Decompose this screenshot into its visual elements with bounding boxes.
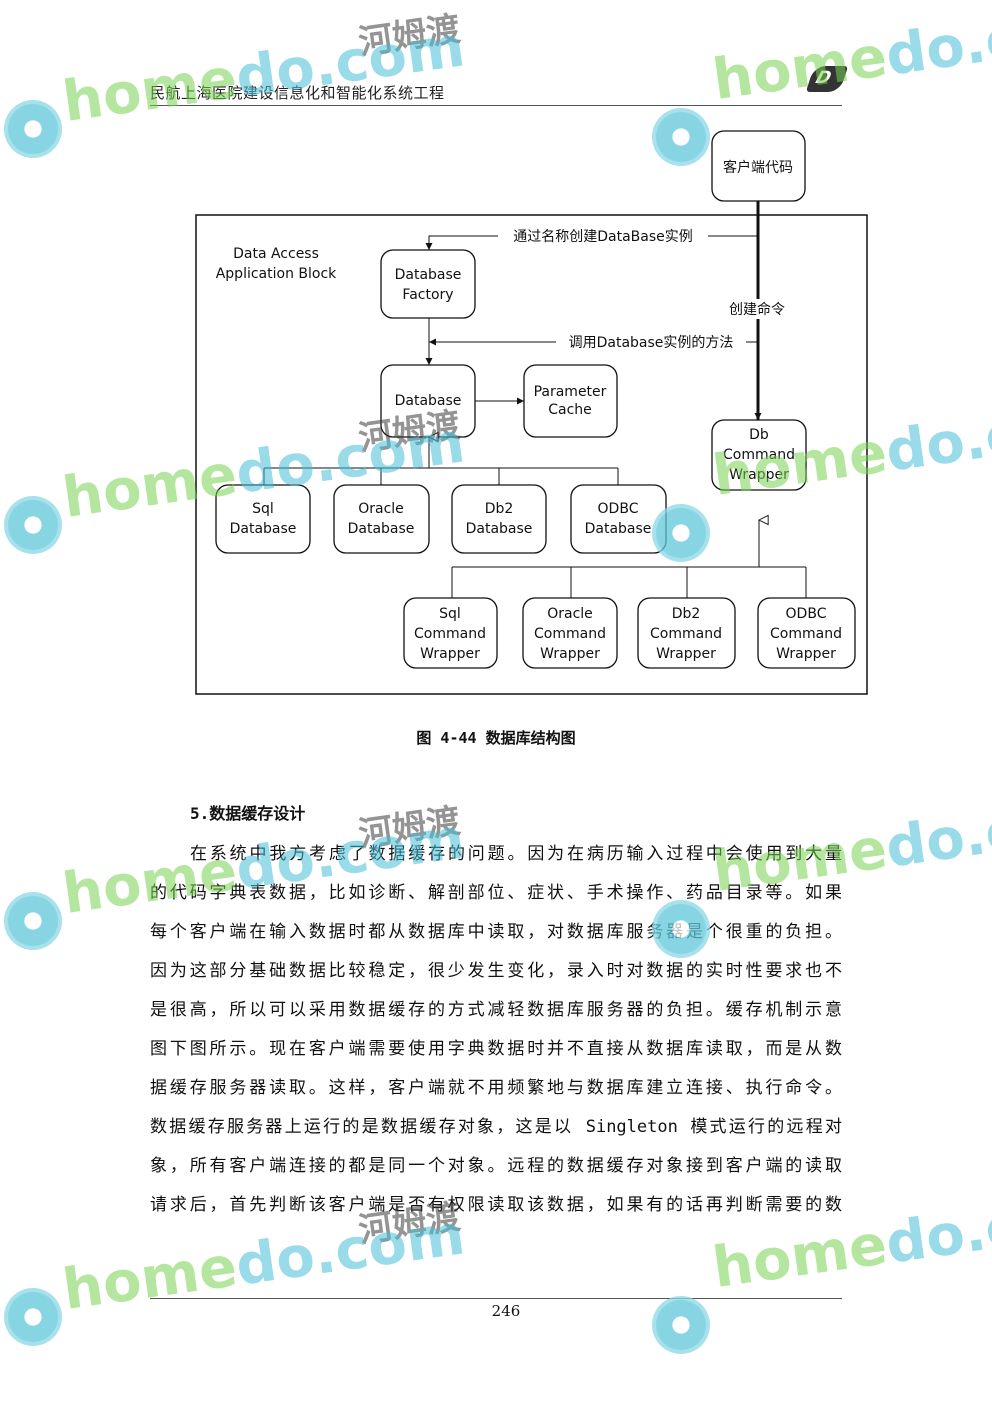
- body-line: 据缓存服务器读取。这样，客户端就不用频繁地与数据库建立连接、执行命令。: [150, 1078, 842, 1098]
- header-rule: [150, 105, 842, 106]
- node-oracle-command-wrapper-line2: Command: [534, 626, 606, 642]
- node-odbc-command-wrapper-line1: ODBC: [786, 606, 827, 622]
- node-db2-command-wrapper: [637, 597, 736, 669]
- node-odbc-command-wrapper-line3: Wrapper: [776, 646, 836, 662]
- body-line: 请求后，首先判断该客户端是否有权限读取该数据，如果有的话再判断需要的数: [150, 1195, 842, 1215]
- node-odbc-command-wrapper-line2: Command: [770, 626, 842, 642]
- node-parameter-cache: [523, 364, 618, 438]
- node-sql-command-wrapper-line2: Command: [414, 626, 486, 642]
- node-db-command-wrapper-line3: Wrapper: [729, 467, 789, 483]
- node-sql-database-line1: Sql: [252, 501, 274, 517]
- node-database-factory: [380, 249, 476, 319]
- node-sql-command-wrapper-line3: Wrapper: [420, 646, 480, 662]
- node-oracle-command-wrapper: [522, 597, 618, 669]
- node-database-label: Database: [395, 393, 462, 409]
- node-db2-command-wrapper-line3: Wrapper: [656, 646, 716, 662]
- node-odbc-command-wrapper: [757, 597, 856, 669]
- node-odbc-database-line1: ODBC: [598, 501, 639, 517]
- node-db2-command-wrapper-line1: Db2: [672, 606, 701, 622]
- node-parameter-cache-line2: Cache: [548, 402, 592, 418]
- node-db2-database-line2: Database: [466, 521, 533, 537]
- node-oracle-command-wrapper-line1: Oracle: [547, 606, 593, 622]
- node-sql-database-line2: Database: [230, 521, 297, 537]
- node-oracle-database: [333, 484, 430, 554]
- node-db-command-wrapper: [711, 419, 807, 491]
- body-line: 在系统中我方考虑了数据缓存的问题。因为在病历输入过程中会使用到大量: [190, 844, 842, 864]
- edge-label-create-command: 创建命令: [729, 301, 785, 318]
- figure-caption: 图 4-44 数据库结构图: [416, 729, 576, 747]
- page-number: 246: [491, 1302, 521, 1320]
- node-db2-database: [451, 484, 547, 554]
- node-client-code-label: 客户端代码: [723, 159, 793, 176]
- body-line: 的代码字典表数据，比如诊断、解剖部位、症状、手术操作、药品目录等。如果: [150, 883, 842, 903]
- node-oracle-database-line2: Database: [348, 521, 415, 537]
- node-odbc-database-line2: Database: [585, 521, 652, 537]
- node-sql-database: [215, 484, 311, 554]
- node-database-factory-line2: Factory: [402, 287, 453, 303]
- body-line: 图下图所示。现在客户端需要使用字典数据时并不直接从数据库读取，而是从数: [150, 1039, 842, 1059]
- node-parameter-cache-line1: Parameter: [534, 384, 607, 400]
- node-sql-command-wrapper: [403, 597, 498, 669]
- frame-label-line2: Application Block: [216, 266, 337, 282]
- node-database-factory-line1: Database: [395, 267, 462, 283]
- frame-label-line1: Data Access: [233, 246, 319, 262]
- database-structure-diagram: Data Access Application Block 客户端代码 通过名称…: [195, 130, 868, 695]
- body-line: 每个客户端在输入数据时都从数据库中读取，对数据库服务器是个很重的负担。: [150, 922, 842, 942]
- node-oracle-database-line1: Oracle: [358, 501, 404, 517]
- flower-icon: [4, 892, 62, 950]
- node-db2-command-wrapper-line2: Command: [650, 626, 722, 642]
- body-line: 因为这部分基础数据比较稳定，很少发生变化，录入时对数据的实时性要求也不: [150, 961, 842, 981]
- body-line: 数据缓存服务器上运行的是数据缓存对象，这是以 Singleton 模式运行的远程…: [150, 1117, 842, 1137]
- body-paragraph: 在系统中我方考虑了数据缓存的问题。因为在病历输入过程中会使用到大量 的代码字典表…: [150, 835, 842, 1225]
- body-line: 象，所有客户端连接的都是同一个对象。远程的数据缓存对象接到客户端的读取: [150, 1156, 842, 1176]
- node-db-command-wrapper-line1: Db: [749, 427, 769, 443]
- node-sql-command-wrapper-line1: Sql: [439, 606, 461, 622]
- running-header-title: 民航上海医院建设信息化和智能化系统工程: [150, 84, 445, 102]
- section-heading: 5.数据缓存设计: [190, 804, 306, 823]
- edge-label-call-methods: 调用Database实例的方法: [569, 335, 734, 351]
- node-odbc-database: [570, 484, 667, 554]
- node-db2-database-line1: Db2: [485, 501, 514, 517]
- edge-label-create-by-name: 通过名称创建DataBase实例: [513, 229, 693, 245]
- node-oracle-command-wrapper-line3: Wrapper: [540, 646, 600, 662]
- body-line: 是很高，所以可以采用数据缓存的方式减轻数据库服务器的负担。缓存机制示意: [150, 1000, 842, 1020]
- footer-rule: [150, 1298, 842, 1299]
- node-db-command-wrapper-line2: Command: [723, 447, 795, 463]
- application-block-frame: [195, 214, 868, 695]
